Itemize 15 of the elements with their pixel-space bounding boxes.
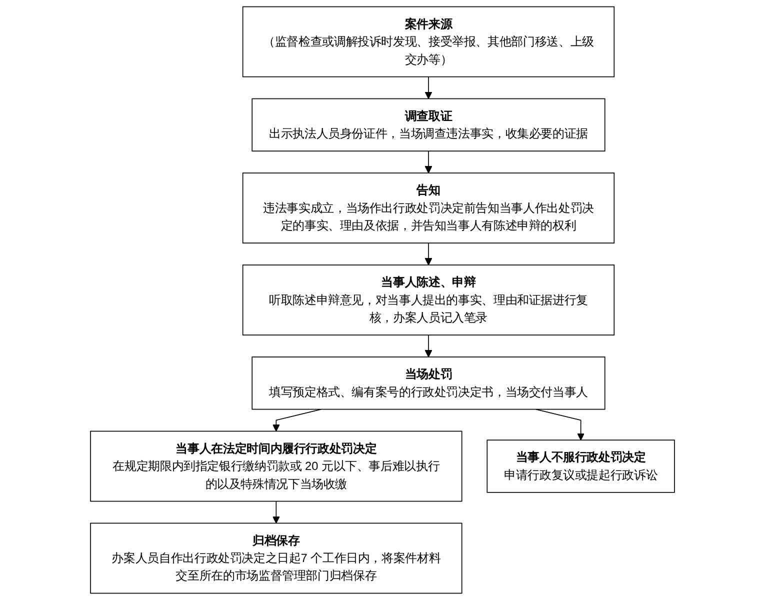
node-box: 当事人陈述、申辩 听取陈述申辩意见，对当事人提出的事实、理由和证据进行复核，办案人员记入笔录 <box>242 264 615 336</box>
node-box: 调查取证 出示执法人员身份证件，当场调查违法事实，收集必要的证据 <box>252 98 606 152</box>
arrow <box>535 408 585 440</box>
node-box: 当事人不服行政处罚决定 申请行政复议或提起行政诉讼 <box>486 440 675 493</box>
arrow <box>424 76 432 100</box>
arrow <box>272 408 322 432</box>
node-box: 告知 违法事实成立，当场作出行政处罚决定前告知当事人作出处罚决定的事实、理由及依据，并告知当事人有陈述申辩的权利 <box>242 172 615 244</box>
arrow <box>424 150 432 174</box>
node-box: 当场处罚 填写预定格式、编有案号的行政处罚决定书，当场交付当事人 <box>252 356 606 410</box>
node-box: 案件来源 （监督检查或调解投诉时发现、接受举报、其他部门移送、上级交办等） <box>242 6 615 78</box>
arrow <box>424 242 432 266</box>
node-box: 归档保存 办案人员自作出行政处罚决定之日起7 个工作日内，将案件材料交至所在的市场监督管理部门归档保存 <box>90 522 462 594</box>
node-box: 当事人在法定时间内履行行政处罚决定 在规定期限内到指定银行缴纳罚款或 20 元以下、事后难以执行的以及特殊情况下当场收缴 <box>90 430 462 502</box>
arrow <box>424 334 432 358</box>
arrow <box>272 500 280 524</box>
